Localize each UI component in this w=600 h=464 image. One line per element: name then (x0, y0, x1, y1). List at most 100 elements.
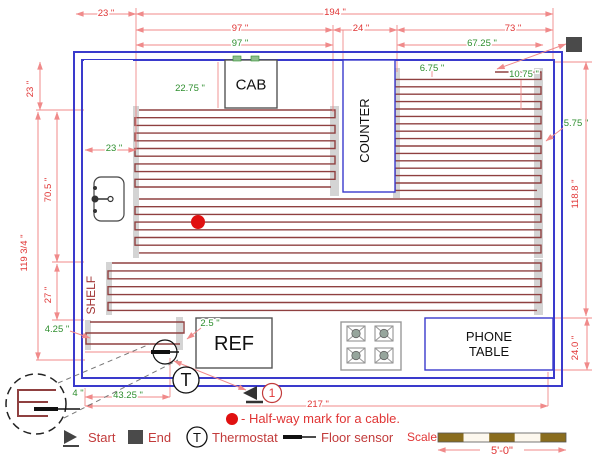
cable-number: 1 (269, 386, 276, 400)
cable-loop (107, 270, 112, 280)
halfway-legend-dot (226, 413, 238, 425)
cable-loop (537, 174, 542, 184)
cable-loop (537, 160, 542, 169)
dimension-label: 10.75 " (509, 69, 539, 80)
dimension-label: 43.25 " (113, 390, 143, 401)
thermostat-circle (172, 366, 200, 394)
dimension-label: 2.5 " (200, 318, 219, 329)
dimension-label: 5.75 " (564, 118, 589, 129)
red-leader-line (496, 43, 567, 70)
refrigerator-label: REF (214, 333, 254, 355)
cable-loop (537, 86, 542, 95)
dimension-label: 73 " (505, 23, 522, 34)
sink-counter (84, 60, 133, 262)
cable-loop (134, 221, 139, 231)
red-leader-line (173, 360, 247, 391)
dimension-label: 6.75 " (420, 63, 445, 74)
detail-circle (5, 373, 67, 435)
cable-loop (537, 229, 542, 239)
legend-start-label: Start (88, 430, 116, 445)
dimension-leader (545, 127, 564, 142)
dimension-label: 4.25 " (45, 324, 70, 335)
cable-loop (134, 236, 139, 246)
legend-floor-sensor-label: Floor sensor (321, 430, 394, 445)
cable-loop (180, 321, 185, 334)
sink-knob (93, 209, 97, 213)
cable-loop-strip (534, 68, 543, 198)
dimension-label: 23 " (106, 143, 123, 154)
cable-loop (537, 71, 542, 81)
scale-label: Scale (407, 430, 437, 444)
burner-ring (379, 328, 389, 339)
cable-loop (537, 262, 542, 272)
burner-ring (379, 350, 389, 361)
cable-loop (537, 198, 542, 208)
scale-dim-label: 5'-0" (491, 445, 513, 457)
cable-loop (134, 116, 139, 127)
phone-table (424, 317, 554, 371)
thermostat-letter: T (181, 370, 192, 390)
dimension-label: 23 " (25, 81, 36, 98)
cabinet (224, 59, 278, 109)
sink-drain (107, 195, 114, 203)
cable-loop (537, 130, 542, 140)
scale-bar-segment (540, 433, 566, 442)
sink-faucet-base (91, 195, 99, 203)
dimension-label: 27 " (43, 287, 54, 304)
cable-loop (331, 155, 336, 165)
dimension-label: 22.75 " (175, 83, 205, 94)
legend-end-label: End (148, 430, 171, 445)
cable-loop (537, 244, 542, 254)
cable-loop (107, 286, 112, 296)
dimension-leader (186, 327, 202, 340)
end-square-icon (128, 430, 143, 444)
halfway-mark-dot (191, 215, 205, 229)
cable-loop (537, 293, 542, 304)
dimension-label: 97 " (232, 38, 249, 49)
sink-knob (93, 186, 97, 190)
legend-thermostat-label: Thermostat (212, 430, 278, 445)
dimension-label: 194 " (324, 7, 346, 18)
start-triangle-icon (64, 430, 77, 444)
shelf-label: SHELF (84, 276, 98, 315)
cable-loop (537, 145, 542, 155)
dimension-label: 217 " (307, 399, 329, 410)
cable-loop (537, 278, 542, 288)
phone-table-label: PHONE (466, 329, 513, 344)
cable-loop-strip (534, 196, 543, 258)
cable-number-circle (261, 382, 283, 404)
detail-leader-line (63, 359, 179, 419)
counter-label: COUNTER (357, 98, 372, 162)
cable-loop (331, 140, 336, 150)
detail-leader-line (57, 343, 151, 384)
burner-ring (351, 350, 361, 361)
dimension-label: 97 " (232, 23, 249, 34)
detail-cable-path (17, 389, 56, 417)
shelf (84, 262, 106, 320)
thermostat-icon (186, 426, 208, 448)
end-square-marker (566, 37, 582, 52)
scale-bar-segment (489, 433, 515, 442)
dimension-label: 4 " (72, 388, 83, 399)
counter (342, 59, 396, 193)
burner-ring (351, 328, 361, 339)
dimension-label: 119 3/4 " (19, 234, 30, 271)
legend-thermostat-symbol: T (193, 430, 201, 445)
dimension-label: 118.8 " (570, 179, 581, 208)
dimension-label: 24 " (353, 23, 370, 34)
wall-outline (81, 59, 555, 379)
dimension-label: 24.0 " (570, 336, 581, 361)
cable-loop (331, 170, 336, 181)
dimension-label: 70.5 " (43, 178, 54, 203)
scale-bar-frame (437, 432, 567, 443)
start-triangle-marker (243, 386, 257, 400)
cabinet-label: CAB (236, 76, 267, 93)
cable-loop (134, 163, 139, 173)
scale-bar-segment (514, 433, 541, 442)
cable-loop-strip (330, 106, 339, 196)
cable-loop (537, 100, 542, 110)
dimension-label: 67.25 " (467, 38, 497, 49)
cable-loop (107, 301, 112, 312)
scale-bar-segment (463, 433, 490, 442)
